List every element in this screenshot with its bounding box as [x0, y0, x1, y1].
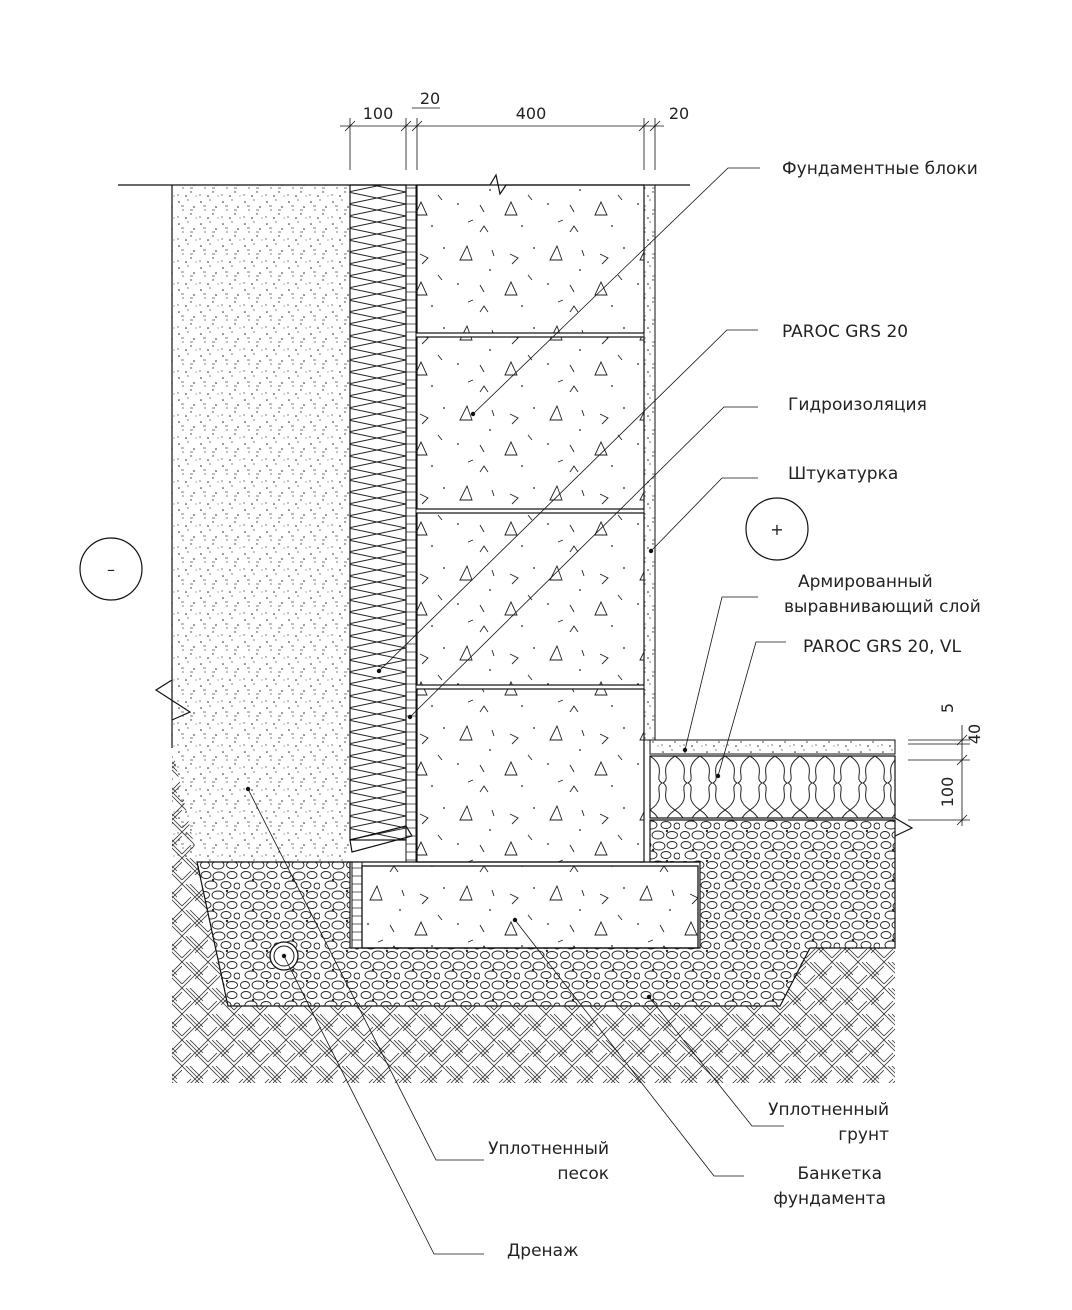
- dim-plaster: 20: [669, 104, 689, 123]
- dim-membrane: 20: [420, 89, 440, 108]
- gravel-bed: [196, 819, 896, 1007]
- top-dimension-chain: 100 20 400 20: [340, 89, 689, 170]
- label-drainage: Дренаж: [507, 1241, 578, 1261]
- dim-screed: 40: [965, 724, 984, 744]
- label-waterproofing: Гидроизоляция: [788, 395, 927, 415]
- label-compacted-sand-line1: Уплотненный: [488, 1139, 609, 1159]
- dim-insulation: 100: [363, 104, 394, 123]
- label-compacted-soil-line1: Уплотненный: [768, 1100, 889, 1120]
- right-dimension-chain: 5 40 100: [908, 703, 984, 826]
- label-compacted-soil-line2: грунт: [838, 1125, 889, 1145]
- label-paroc-floor: PAROC GRS 20, VL: [803, 637, 962, 657]
- compacted-sand-area: [172, 185, 349, 862]
- label-footing-line2: фундамента: [773, 1189, 886, 1209]
- plaster-layer: [643, 184, 656, 741]
- label-compacted-sand-line2: песок: [557, 1164, 609, 1184]
- label-reinforced-line2: выравнивающий слой: [784, 597, 981, 617]
- minus-zone-symbol: –: [79, 537, 143, 601]
- compacted-soil-area: [172, 748, 895, 1083]
- dim-block: 400: [516, 104, 547, 123]
- label-reinforced-line1: Армированный: [798, 572, 933, 592]
- dim-screed-top: 5: [938, 703, 957, 713]
- foundation-blocks: [416, 184, 645, 863]
- reinforced-screed: [649, 739, 896, 755]
- label-footing-line1: Банкетка: [797, 1164, 882, 1184]
- dim-floor-insulation: 100: [938, 777, 957, 808]
- foundation-footing: [361, 865, 699, 949]
- waterproofing-layer: [405, 184, 417, 863]
- wall-insulation: [349, 184, 407, 841]
- floor-insulation: [649, 755, 896, 819]
- plus-sign: +: [770, 520, 783, 539]
- label-foundation-blocks: Фундаментные блоки: [782, 159, 978, 179]
- label-paroc-wall: PAROC GRS 20: [782, 322, 908, 342]
- plus-zone-symbol: +: [745, 497, 809, 561]
- leader-lines: [245, 167, 786, 1255]
- minus-sign: –: [107, 560, 115, 579]
- footing-membrane: [351, 861, 363, 949]
- label-plaster: Штукатурка: [788, 464, 898, 484]
